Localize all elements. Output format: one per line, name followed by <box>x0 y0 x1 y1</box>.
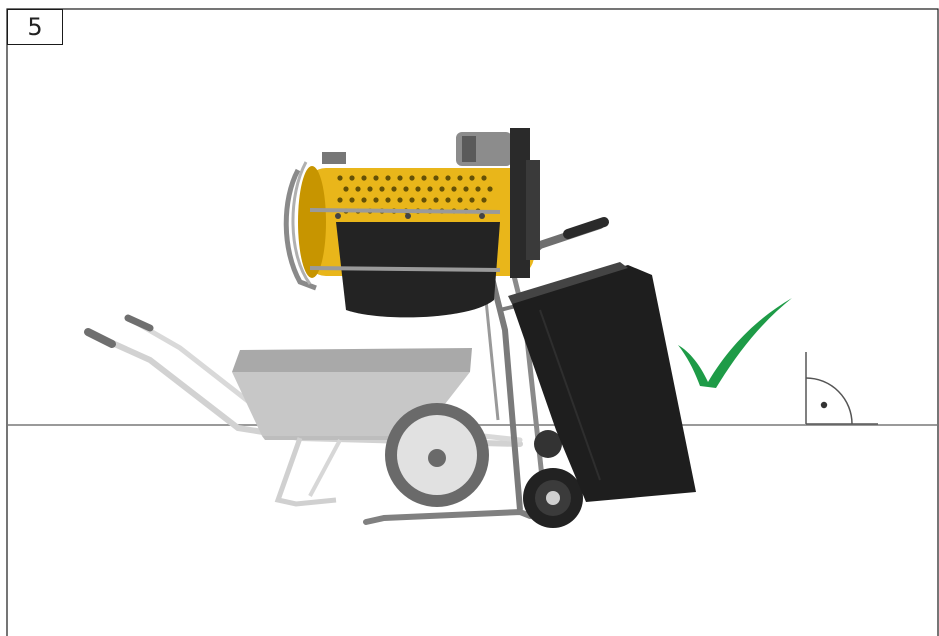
step-number-label: 5 <box>7 9 63 45</box>
figure-border <box>7 9 938 636</box>
